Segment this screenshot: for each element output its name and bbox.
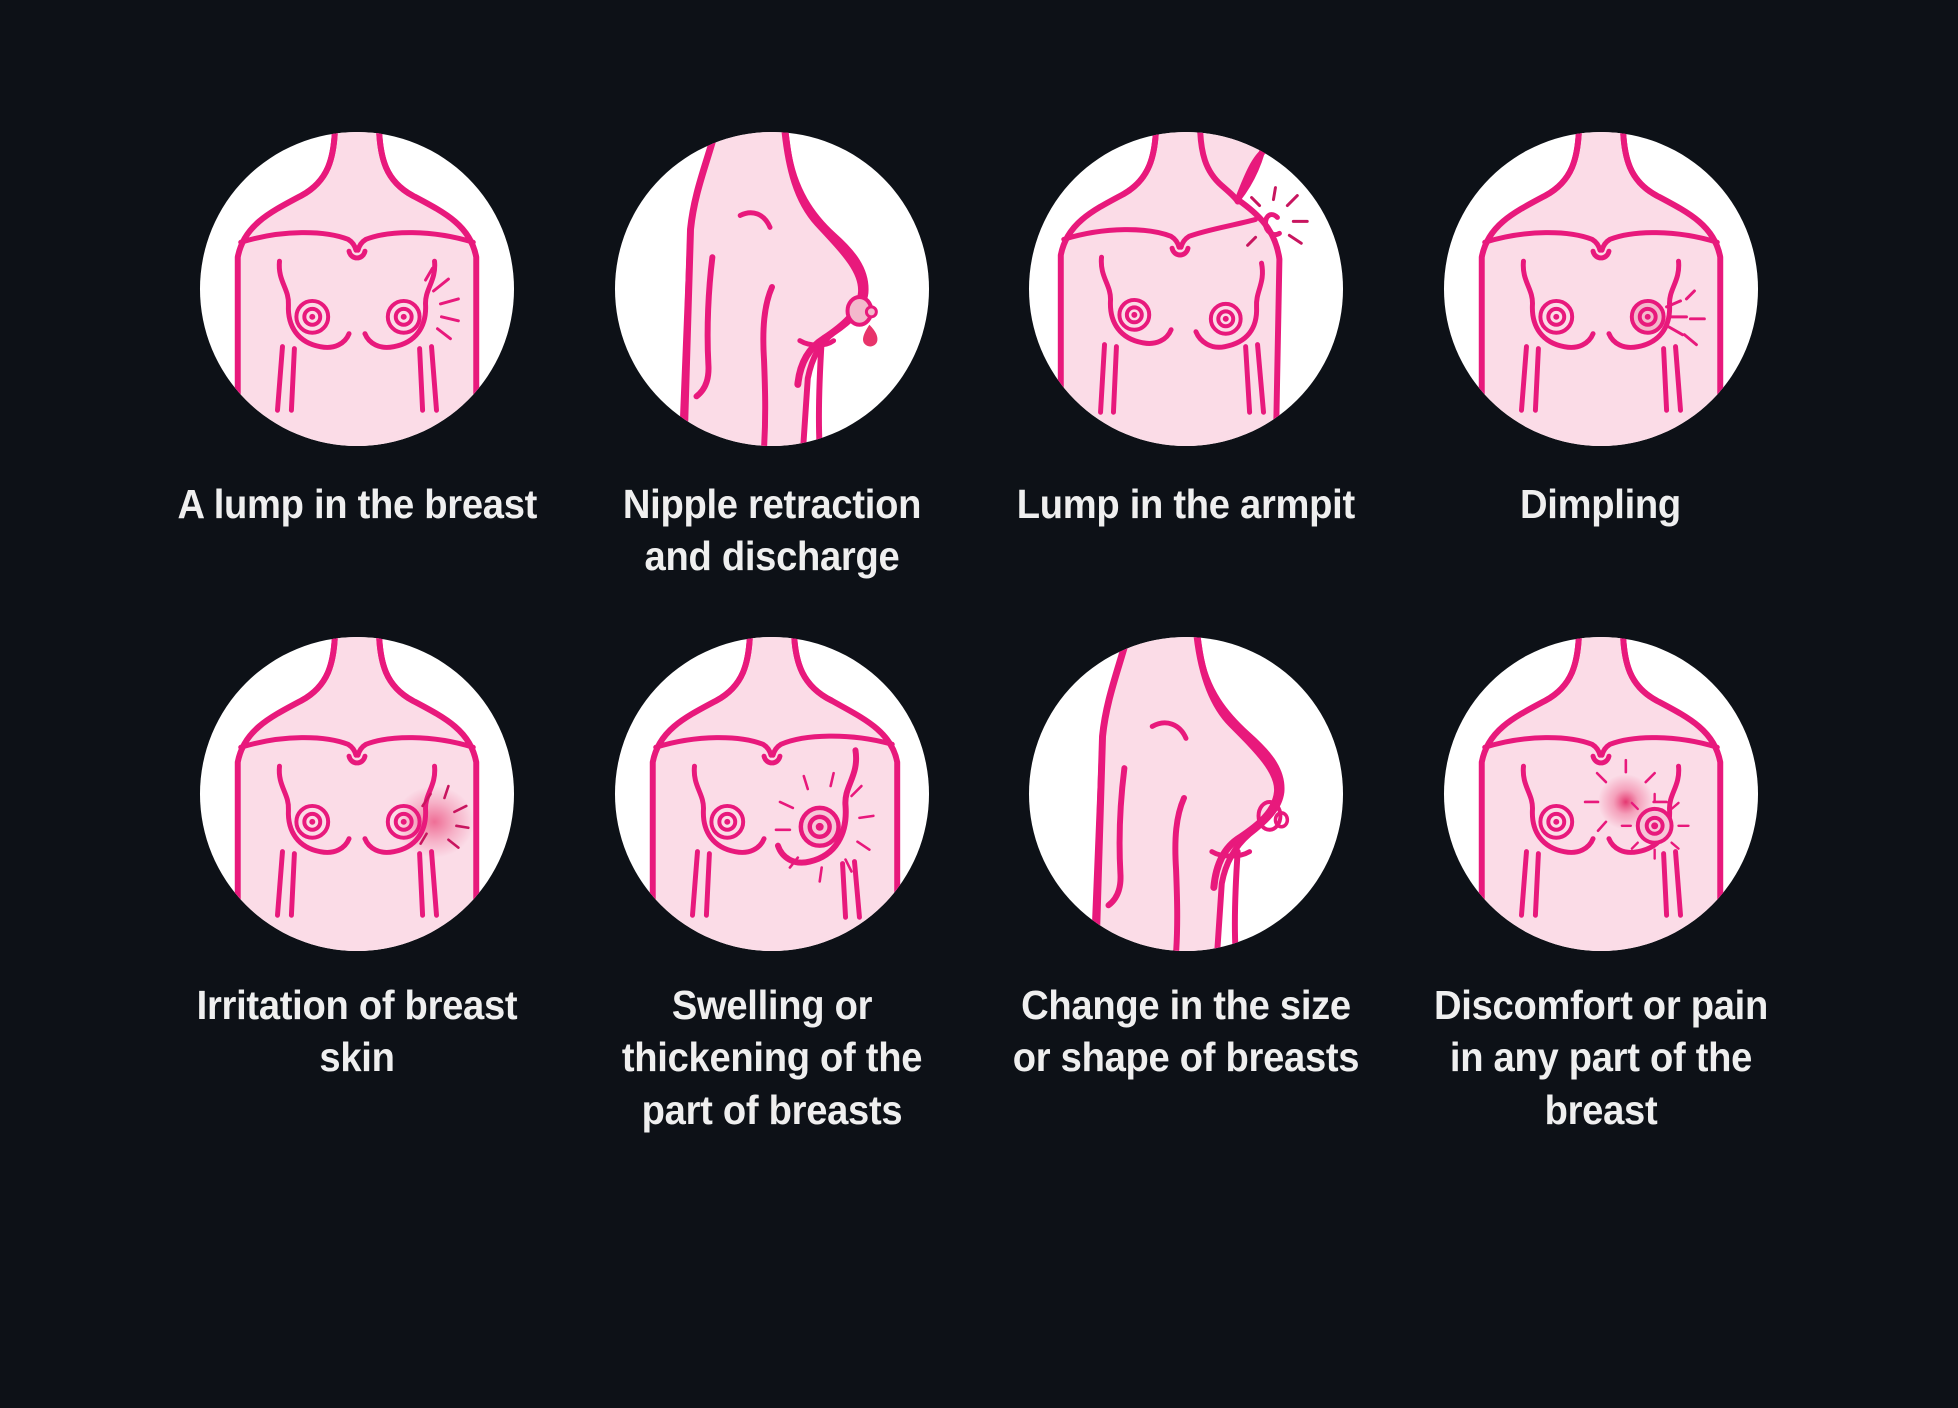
symptom-card-swelling-thickening[interactable]: Swelling or thickening of the part of br… — [565, 635, 980, 1136]
front-torso-lump-icon — [198, 130, 516, 448]
starburst-armpit-icon — [1246, 186, 1309, 247]
irritation-rays-icon — [419, 784, 470, 849]
symptom-row-1: A lump in the breast — [150, 130, 1808, 583]
side-profile-discharge-icon — [613, 130, 931, 448]
front-torso-irritation-icon — [198, 635, 516, 953]
symptom-card-change-in-size-shape[interactable]: Change in the size or shape of breasts — [979, 635, 1394, 1136]
symptom-label: Irritation of breast skin — [196, 981, 518, 1081]
symptom-label: Lump in the armpit — [1017, 481, 1356, 527]
front-torso-pain-icon — [1442, 635, 1760, 953]
symptom-label: Discomfort or pain in any part of the br… — [1433, 981, 1768, 1133]
symptom-label: Change in the size or shape of breasts — [1013, 981, 1360, 1081]
radiating-lines-icon — [774, 771, 875, 883]
symptom-card-irritation-of-breast-skin[interactable]: Irritation of breast skin — [150, 635, 565, 1136]
symptom-row-2: Irritation of breast skin — [150, 635, 1808, 1136]
front-torso-swelling-icon — [613, 635, 931, 953]
front-torso-dimpling-icon — [1442, 130, 1760, 448]
starburst-lines-icon — [424, 266, 461, 341]
symptom-label: Swelling or thickening of the part of br… — [621, 981, 923, 1133]
symptom-card-lump-in-breast[interactable]: A lump in the breast — [150, 130, 565, 583]
front-torso-armpit-lump-icon — [1027, 130, 1345, 448]
starburst-lines-icon — [1664, 289, 1706, 347]
symptom-card-dimpling[interactable]: Dimpling — [1394, 130, 1809, 583]
nipple-starburst-icon — [1620, 792, 1690, 860]
symptom-label: Nipple retraction and discharge — [622, 481, 922, 580]
symptom-label: Dimpling — [1520, 481, 1682, 527]
symptom-label: A lump in the breast — [177, 481, 538, 527]
side-profile-shape-icon — [1027, 635, 1345, 953]
symptom-card-discomfort-or-pain[interactable]: Discomfort or pain in any part of the br… — [1394, 635, 1809, 1136]
droplet-icon — [862, 324, 878, 347]
symptom-card-lump-in-armpit[interactable]: Lump in the armpit — [979, 130, 1394, 583]
symptom-card-nipple-retraction-discharge[interactable]: Nipple retraction and discharge — [565, 130, 980, 583]
